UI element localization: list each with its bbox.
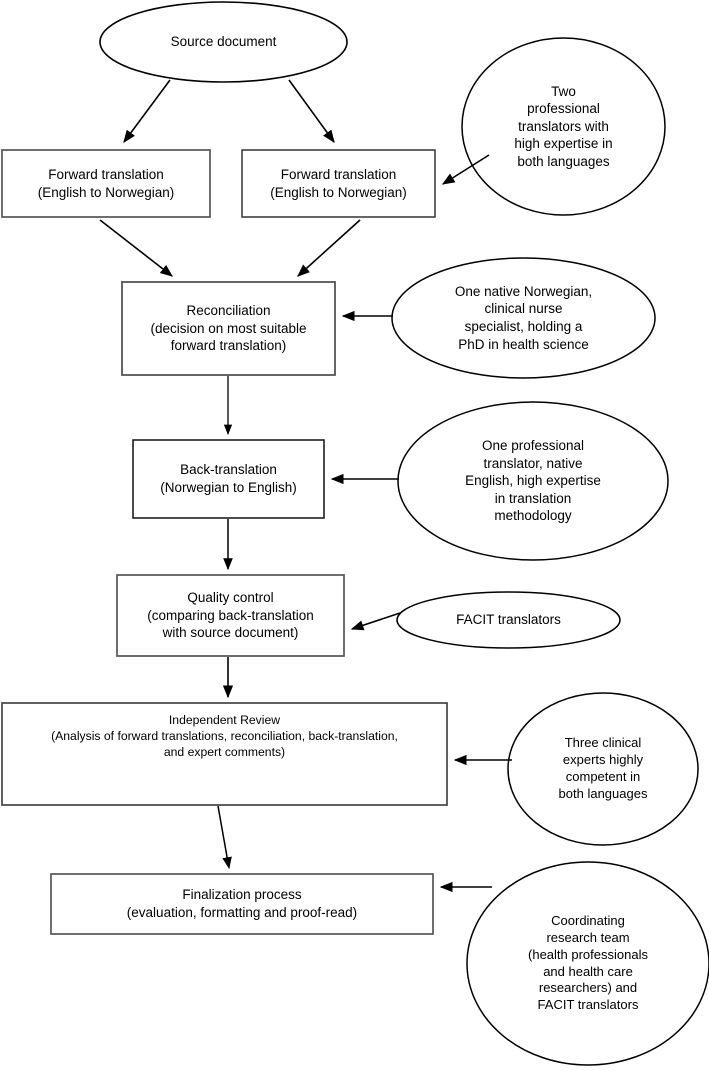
node-quality-control-shape [116, 574, 345, 657]
node-reconciliation-label: Reconciliation (decision on most suitabl… [150, 303, 307, 354]
node-actor-facit-translators-shape [396, 591, 621, 649]
node-back-translation-label: Back-translation (Norwegian to English) [160, 462, 297, 495]
node-actor-two-translators-label: Two professional translators with high e… [514, 83, 613, 169]
node-forward-translation-2-shape [241, 149, 436, 218]
node-independent-review-shape [1, 702, 448, 806]
node-forward-translation-1-shape [1, 149, 211, 218]
node-forward-translation-2-label: Forward translation (English to Norwegia… [270, 166, 407, 200]
node-actor-facit-translators-label: FACIT translators [456, 612, 561, 628]
node-back-translation-shape [132, 439, 325, 519]
node-independent-review-label: Independent Review (Analysis of forward … [51, 713, 398, 759]
connector-source-to-forward-2 [288, 79, 335, 144]
node-forward-translation-1-label: Forward translation (English to Norwegia… [37, 166, 175, 200]
connector-forward-2-to-reconciliation [297, 219, 361, 277]
node-actor-native-norwegian-shape [391, 257, 656, 379]
node-finalization-process-label: Finalization process (evaluation, format… [126, 887, 358, 920]
node-actor-professional-translator-label: One professional translator, native Engl… [465, 438, 601, 524]
node-finalization-process-shape [50, 873, 434, 935]
node-actor-three-clinical-experts-shape [507, 692, 699, 846]
connector-two-translators-to-forward-2 [441, 154, 490, 185]
node-actor-coordinating-team-label: Coordinating research team (health profe… [528, 912, 648, 1013]
connector-source-to-forward-1 [123, 79, 171, 144]
node-actor-native-norwegian-label: One native Norwegian, clinical nurse spe… [454, 283, 593, 352]
node-source-document-shape [99, 1, 348, 83]
node-actor-three-clinical-experts-label: Three clinical experts highly competent … [558, 735, 648, 801]
connector-independent-review-to-finalization [217, 805, 232, 870]
node-actor-coordinating-team-shape [466, 861, 709, 1066]
node-quality-control-label: Quality control (comparing back-translat… [147, 590, 314, 641]
node-actor-two-translators-shape [461, 37, 666, 216]
node-actor-professional-translator-shape [397, 401, 669, 561]
connector-forward-1-to-reconciliation [99, 219, 174, 277]
connector-facit-to-quality-control [350, 612, 401, 631]
node-reconciliation-shape [121, 281, 336, 376]
node-source-document-label: Source document [170, 34, 277, 50]
